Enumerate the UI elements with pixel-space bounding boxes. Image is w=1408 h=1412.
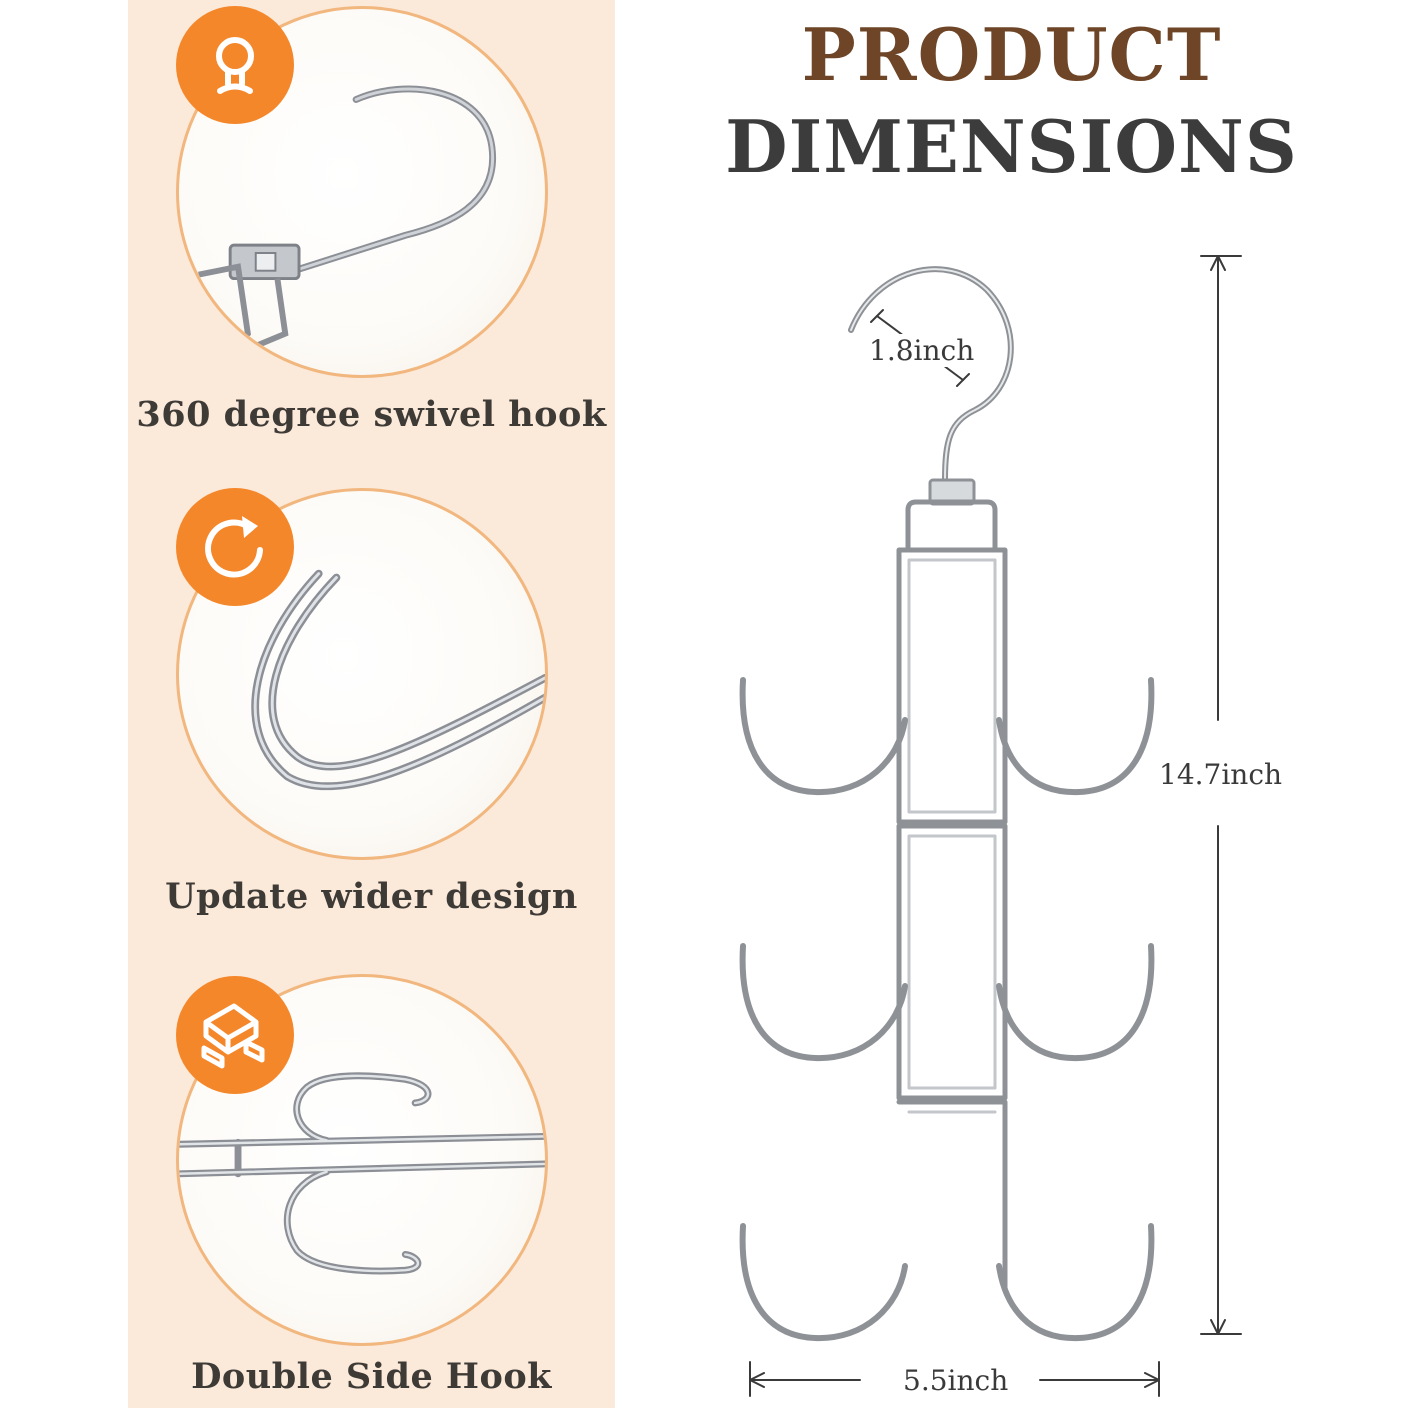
hook-opening-label: 1.8inch — [869, 334, 975, 367]
metal-bars-icon — [201, 1003, 265, 1069]
product-diagram: 1.8inch 14.7inch 5.5inch — [615, 230, 1408, 1408]
rotate-arrow-icon — [205, 516, 263, 578]
hook-right-3 — [996, 1223, 1155, 1342]
height-label: 14.7inch — [1159, 758, 1283, 791]
hook-left-3 — [739, 1223, 908, 1342]
double-hook-illustration — [179, 1072, 545, 1275]
swivel-hook-icon — [216, 37, 254, 94]
wider-hook-illustration — [251, 569, 545, 791]
badge-double — [176, 976, 294, 1094]
hook-right-2 — [996, 943, 1155, 1062]
hook-left-1 — [739, 677, 908, 796]
swivel-hook-illustration — [198, 85, 497, 352]
feature-label-double: Double Side Hook — [191, 1356, 552, 1397]
feature-label-wider: Update wider design — [165, 876, 578, 917]
badge-wider — [176, 488, 294, 606]
top-hook — [848, 266, 1014, 483]
hook-left-2 — [739, 943, 908, 1062]
rack-drawing — [739, 255, 1242, 1397]
badge-swivel — [176, 6, 294, 124]
title-dimensions: DIMENSIONS — [725, 104, 1298, 189]
hook-right-1 — [996, 677, 1155, 796]
feature-label-swivel: 360 degree swivel hook — [136, 394, 607, 435]
width-label: 5.5inch — [903, 1364, 1009, 1397]
title-product: PRODUCT — [801, 12, 1222, 97]
double-hook-photo — [176, 974, 548, 1346]
